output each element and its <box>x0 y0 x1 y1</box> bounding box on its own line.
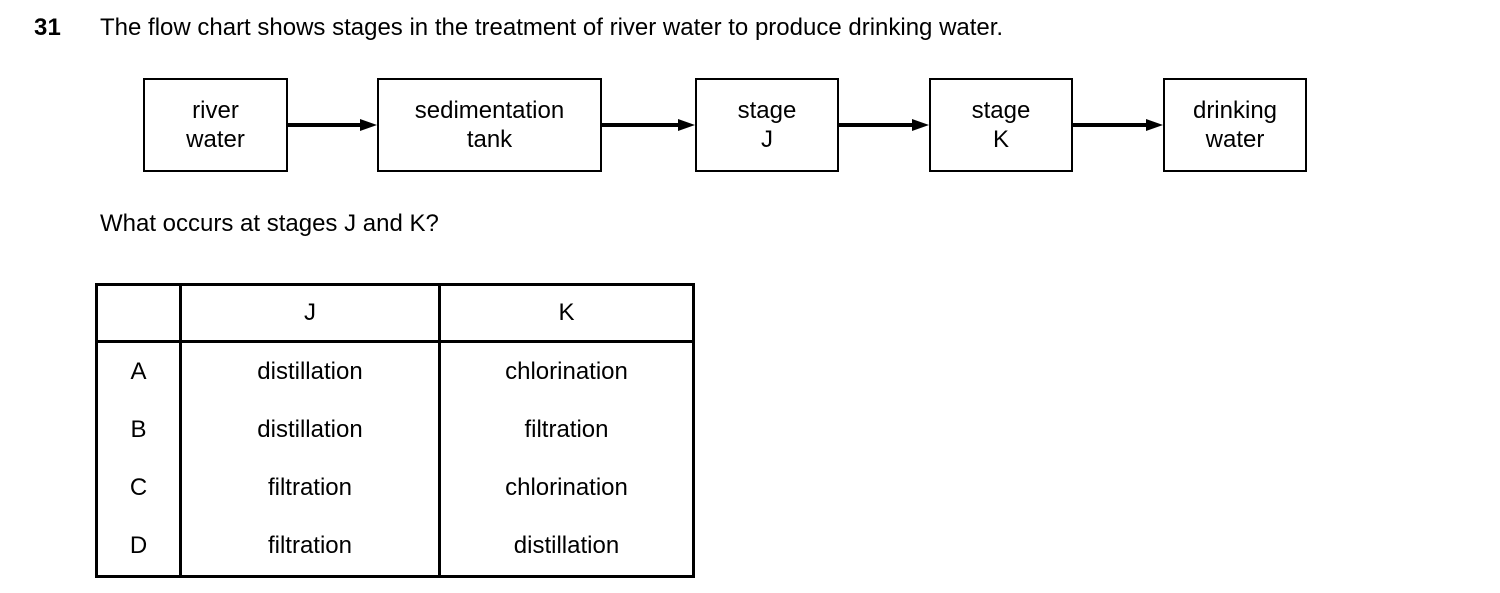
option-c-k-value: chlorination <box>505 474 628 501</box>
flow-arrow-1-shaft <box>288 123 360 127</box>
flow-box-stage-k-line1: stage <box>971 97 1031 124</box>
question-stem-text: The flow chart shows stages in the treat… <box>100 14 1004 41</box>
question-number: 31 <box>34 14 62 41</box>
flow-arrow-3 <box>839 119 929 131</box>
option-c-j-value: filtration <box>180 459 441 517</box>
option-b-j-value: distillation <box>180 401 441 459</box>
option-letter-a: A <box>96 341 182 401</box>
flow-box-river-water-line2: water <box>186 126 245 153</box>
flow-box-sedimentation-tank: sedimentation tank <box>377 78 602 172</box>
flow-arrow-4-shaft <box>1073 123 1146 127</box>
table-header-row: J K <box>96 284 694 343</box>
table-row[interactable]: C filtration chlorination <box>96 459 694 517</box>
question-stem: 31 The flow chart shows stages in the tr… <box>0 12 1440 46</box>
table-row[interactable]: D filtration distillation <box>96 517 694 577</box>
flow-arrow-4-head <box>1146 119 1163 131</box>
flow-box-drinking-water-line2: water <box>1205 126 1265 153</box>
flow-box-stage-j-line1: stage <box>737 97 797 124</box>
flow-box-drinking-water: drinking water <box>1163 78 1307 172</box>
flow-box-sedimentation-tank-line1: sedimentation <box>414 97 565 124</box>
flow-arrow-2 <box>602 119 695 131</box>
table-row[interactable]: A distillation chlorination <box>96 341 694 401</box>
sub-question-text: What occurs at stages J and K? <box>100 210 439 237</box>
flow-box-drinking-water-line1: drinking <box>1192 97 1278 124</box>
flow-arrow-1 <box>288 119 377 131</box>
table-row[interactable]: B distillation filtration <box>96 401 694 459</box>
flow-arrow-2-head <box>678 119 695 131</box>
option-a-k-value: chlorination <box>505 358 628 385</box>
table-header-k: K <box>439 284 694 343</box>
option-d-j-value: filtration <box>180 517 441 577</box>
flow-box-stage-k: stage K <box>929 78 1073 172</box>
answer-options-table: J K A distillation chlorination B distil… <box>95 283 695 578</box>
option-letter-b: B <box>96 401 182 459</box>
table-header-j: J <box>180 284 441 343</box>
flow-box-river-water: river water <box>143 78 288 172</box>
flow-arrow-2-shaft <box>602 123 678 127</box>
option-d-k-value: distillation <box>513 532 620 559</box>
flow-box-stage-k-line2: K <box>992 126 1009 153</box>
flow-arrow-3-shaft <box>839 123 912 127</box>
option-a-j-value: distillation <box>180 341 441 401</box>
table-header-blank <box>96 284 182 343</box>
flow-chart: river water sedimentation tank stage J s… <box>0 78 1500 174</box>
flow-arrow-3-head <box>912 119 929 131</box>
option-letter-d: D <box>96 517 182 577</box>
flow-box-river-water-line1: river <box>192 97 239 124</box>
flow-arrow-4 <box>1073 119 1163 131</box>
flow-arrow-1-head <box>360 119 377 131</box>
flow-box-stage-j-line2: J <box>761 126 773 153</box>
flow-box-stage-j: stage J <box>695 78 839 172</box>
flow-box-sedimentation-tank-line2: tank <box>466 126 513 153</box>
option-letter-c: C <box>96 459 182 517</box>
option-b-k-value: filtration <box>524 416 609 443</box>
